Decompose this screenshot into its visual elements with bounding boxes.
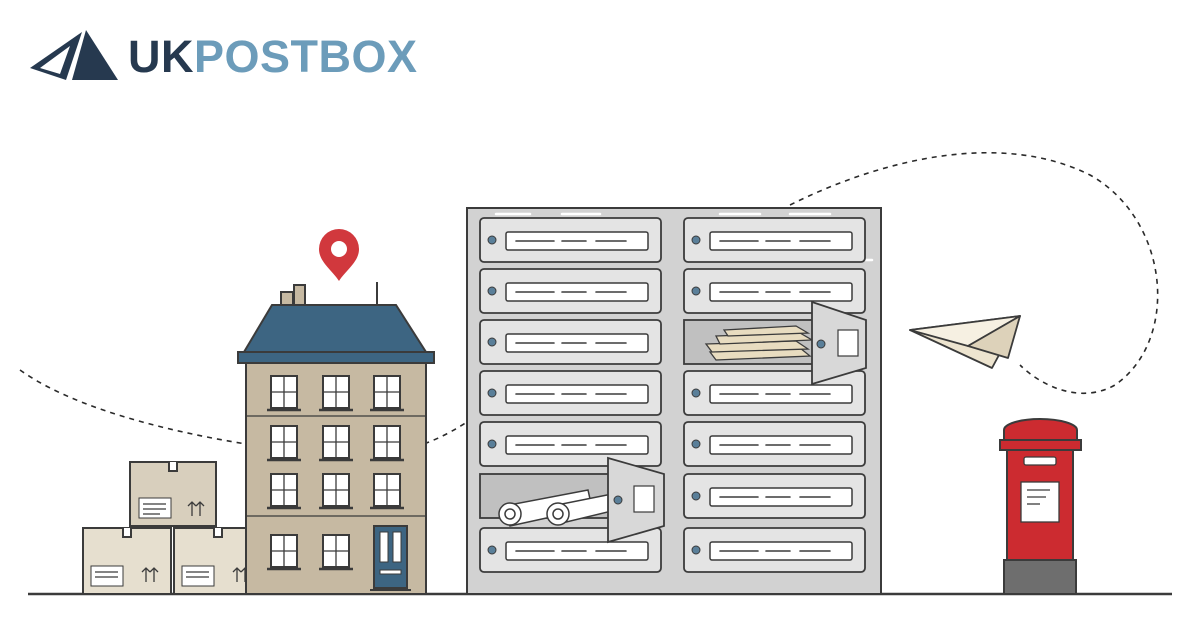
parcel-box-icon <box>82 461 263 595</box>
paper-plane-icon <box>909 315 1021 369</box>
dashed-route-right <box>789 152 1159 395</box>
apartment-building-icon <box>237 282 435 595</box>
brand-wordmark: UKPOSTBOX <box>128 34 418 79</box>
brand-name-postbox: POSTBOX <box>194 30 418 82</box>
brand-name-uk: UK <box>128 30 194 82</box>
triangle-logo-icon <box>30 30 118 80</box>
mailbox-wall-icon <box>466 207 882 595</box>
red-pillar-postbox-icon <box>999 417 1082 595</box>
brand-logo[interactable]: UKPOSTBOX <box>30 28 418 84</box>
location-pin-icon <box>319 229 359 281</box>
